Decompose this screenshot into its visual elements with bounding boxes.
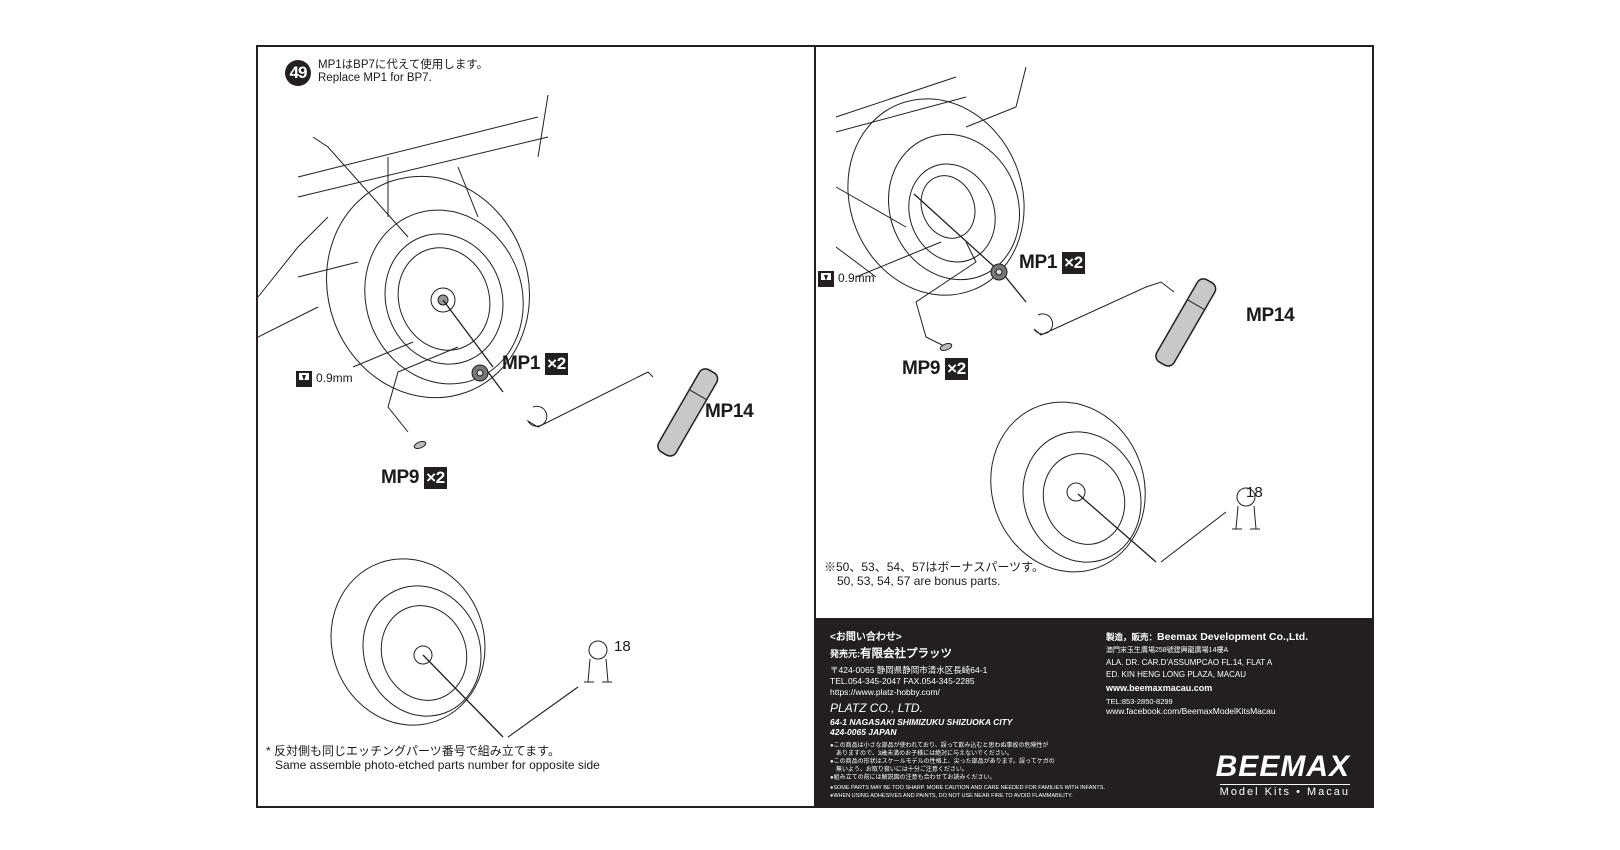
tire-sidewall: [364, 209, 524, 385]
warning-line: ありますので、3歳未満のお子様には絶対に与えないでください。: [830, 751, 1013, 757]
step-number-badge: 49: [285, 60, 311, 86]
brand-logo: BEEMAX: [1215, 750, 1350, 783]
footnote-en: Same assemble photo-etched parts number …: [275, 758, 600, 772]
etched-part-18-icon: [1236, 487, 1256, 507]
qty-badge: ×2: [1062, 252, 1085, 274]
qty-badge: ×2: [545, 353, 568, 375]
pin-part: [413, 441, 427, 449]
company-address-1: 64-1 NAGASAKI SHIMIZUKU SHIZUOKA CITY: [830, 717, 1013, 727]
part-code: MP14: [1246, 305, 1295, 326]
chassis-lines: [297, 94, 549, 278]
warning-line: 無いよう、お取り扱いには十分ご注意ください。: [830, 767, 968, 773]
distributor-name: 有限会社プラッツ: [860, 648, 952, 660]
part-code: MP9: [381, 467, 420, 489]
wheel-hub: [430, 287, 456, 313]
footnote-jp: * 反対側も同じエッチングパーツ番号で組み立てます。: [266, 744, 560, 758]
wheel-assembly-illustration: [258, 94, 719, 738]
part-label-mp14: MP14: [705, 401, 754, 423]
brand-tagline: Model Kits • Macau: [1219, 784, 1350, 798]
qty-badge: ×2: [945, 358, 968, 380]
drill-size-callout: 0.9mm: [296, 371, 353, 387]
warning-line: ●WHEN USING ADHESIVES AND PAINTS, DO NOT…: [830, 793, 1073, 799]
warnings-en: ●SOME PARTS MAY BE TOO SHARP. MORE CAUTI…: [830, 784, 1105, 800]
warnings-jp: ●この商品は小さな部品が使われており、誤って飲み込むと思わぬ事故の危険性が あり…: [830, 742, 1055, 782]
bonus-note-en: 50, 53, 54, 57 are bonus parts.: [837, 574, 1001, 588]
etched-part-18-icon: [588, 640, 608, 660]
distributor-address: 〒424-0065 静岡県静岡市清水区長崎64-1: [830, 665, 988, 675]
contact-heading: <お問い合わせ>: [830, 632, 902, 643]
bonus-parts-note: ※50、53、54、57はボーナスパーツす。 50, 53, 54, 57 ar…: [824, 560, 1044, 588]
manufacturer-phone: TEL:853-2850-8299: [1106, 697, 1173, 706]
rim-inner: [397, 247, 491, 351]
manufacturer-name: Beemax Development Co.,Ltd.: [1157, 631, 1309, 643]
contact-footer: <お問い合わせ> 発売元:有限会社プラッツ 〒424-0065 静岡県静岡市清水…: [816, 618, 1372, 806]
manufacturer: 製造，販売：Beemax Development Co.,Ltd.: [1106, 632, 1308, 643]
company-name-en: PLATZ CO., LTD.: [830, 701, 923, 715]
warning-line: ●この商品は小さな部品が使われており、誤って飲み込むと思わぬ事故の危険性が: [830, 743, 1049, 749]
part-label-mp9: MP9×2: [902, 358, 968, 380]
part-label-mp9: MP9×2: [381, 467, 447, 489]
manufacturer-address-2: ED. KIN HENG LONG PLAZA, MACAU: [1106, 670, 1247, 679]
manufacturer-label: 製造，販売：: [1106, 632, 1158, 642]
company-address-2: 424-0065 JAPAN: [830, 727, 897, 737]
tire-outline: [326, 175, 530, 399]
part-code: MP14: [705, 401, 754, 422]
manufacturer-address-1: ALA. DR. CAR.D'ASSUMPCAO FL.14, FLAT A: [1106, 658, 1273, 667]
drill-size-callout: 0.9mm: [818, 271, 875, 287]
screwdriver-tool: [657, 368, 719, 457]
wheel-assembly-illustration-right: [835, 66, 1260, 573]
step-instruction: MP1はBP7に代えて使用します。 Replace MP1 for BP7.: [318, 59, 488, 85]
pin-part: [939, 343, 953, 351]
rim-outer: [384, 233, 504, 365]
footnote: * 反対側も同じエッチングパーツ番号で組み立てます。 Same assemble…: [266, 744, 600, 772]
drill-size: 0.9mm: [316, 371, 353, 386]
manufacturer-url[interactable]: www.beemaxmacau.com: [1106, 683, 1213, 693]
warning-line: ●この商品の形状はスケールモデルの性格上、尖った部品があります。誤ってケガの: [830, 759, 1055, 765]
distributor: 発売元:有限会社プラッツ: [830, 648, 952, 660]
screwdriver-tool: [1155, 278, 1217, 367]
part-label-mp1: MP1×2: [502, 353, 568, 375]
part-code: MP1: [1019, 252, 1058, 274]
warning-line: ●SOME PARTS MAY BE TOO SHARP. MORE CAUTI…: [830, 785, 1105, 791]
drill-icon: [818, 271, 834, 287]
distributor-phone: TEL.054-345-2047 FAX.054-345-2285: [830, 676, 975, 686]
etched-part-number: 18: [1246, 484, 1263, 501]
drill-size: 0.9mm: [838, 271, 875, 286]
etched-part-number: 18: [614, 638, 631, 655]
part-code: MP9: [902, 358, 941, 380]
distributor-label: 発売元:: [830, 649, 860, 659]
manufacturer-facebook[interactable]: www.facebook.com/BeemaxModelKitsMacau: [1106, 706, 1276, 716]
instruction-page-left: 49 MP1はBP7に代えて使用します。 Replace MP1 for BP7…: [256, 45, 815, 808]
part-code: MP1: [502, 353, 541, 375]
bonus-note-jp: ※50、53、54、57はボーナスパーツす。: [824, 560, 1044, 574]
step-text-jp: MP1はBP7に代えて使用します。: [318, 59, 489, 71]
warning-line: ●組み立ての前には解説図の注意も合わせてお読みください。: [830, 775, 996, 781]
part-label-mp14: MP14: [1246, 305, 1295, 327]
part-label-mp1: MP1×2: [1019, 252, 1085, 274]
distributor-url[interactable]: https://www.platz-hobby.com/: [830, 687, 940, 697]
manufacturer-address-cn: 澳門宋玉生廣場258號建興龍廣場14樓A: [1106, 647, 1229, 654]
qty-badge: ×2: [424, 467, 447, 489]
step-text-en: Replace MP1 for BP7.: [318, 72, 432, 84]
drill-icon: [296, 371, 312, 387]
instruction-page-right: MP1×2 MP14 MP9×2 0.9mm 18 ※50、53、54、57はボ…: [814, 45, 1374, 808]
